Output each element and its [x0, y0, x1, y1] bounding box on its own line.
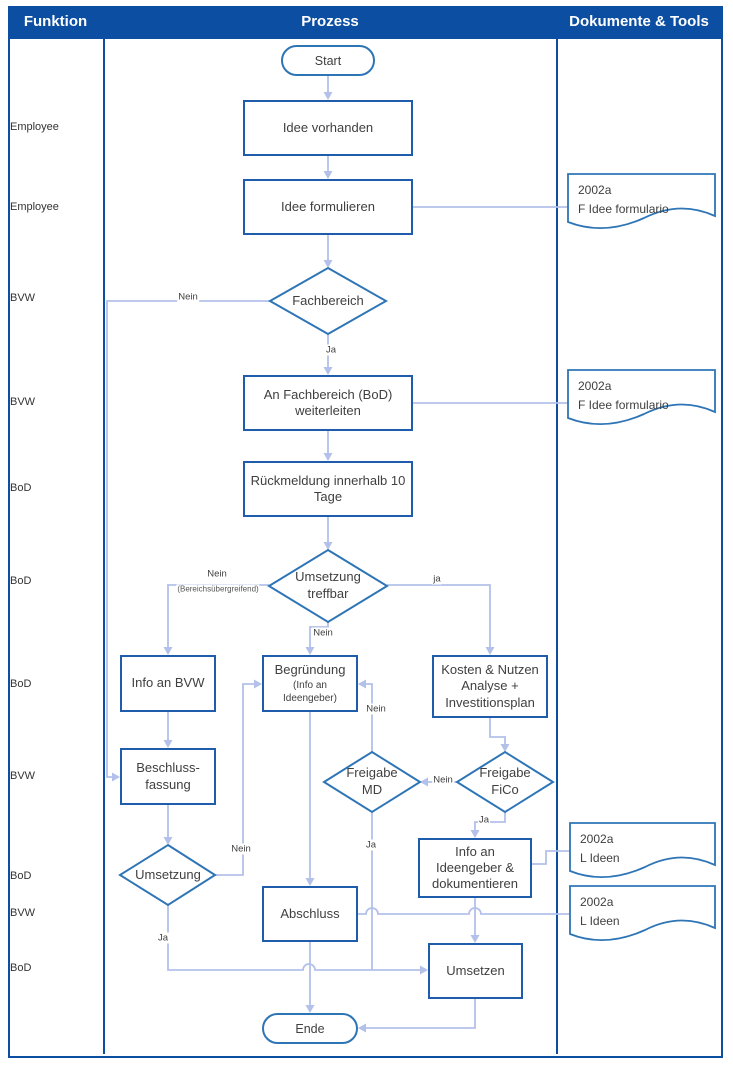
lane-label-bvw-2: BVW — [10, 396, 36, 408]
document-shape-2 — [567, 369, 716, 426]
document-4-code: 2002a — [580, 895, 614, 909]
beschlussfassung-node: Beschluss-fassung — [120, 748, 216, 805]
swimlane-header-bar — [8, 6, 723, 39]
lane-label-bvw-3: BVW — [10, 770, 36, 782]
edge-label-fico-nein: Nein — [432, 774, 454, 786]
document-1-name: F Idee formulario — [578, 201, 669, 216]
document-1-text: 2002a F Idee formulario — [578, 181, 669, 218]
freigabe-md-diamond-shape — [322, 750, 422, 814]
lane-label-bvw-4: BVW — [10, 907, 36, 919]
info-an-bvw-node: Info an BVW — [120, 655, 216, 712]
lane-header-prozess: Prozess — [301, 13, 359, 30]
document-2-name: F Idee formulario — [578, 397, 669, 412]
start-node: Start — [281, 45, 375, 76]
freigabe-fico-diamond-shape — [455, 750, 555, 814]
begruendung-title: Begründung — [274, 662, 346, 678]
document-1-code: 2002a — [578, 183, 612, 197]
rueckmeldung-node: Rückmeldung innerhalb 10 Tage — [243, 461, 413, 517]
lane-label-employee-2: Employee — [10, 201, 59, 213]
connector-lines — [106, 76, 570, 1029]
edge-label-md-ja: Ja — [364, 839, 378, 851]
edge-label-treffbar-nein-sub: (Bereichsübergreifend) — [176, 584, 260, 594]
edge-label-fico-ja: Ja — [477, 814, 491, 826]
document-4-text: 2002a L Ideen — [580, 893, 620, 930]
fachbereich-decision-label: Fachbereich — [292, 292, 364, 308]
fachbereich-diamond-shape — [267, 266, 389, 336]
edge-label-treffbar-nein: Nein — [206, 568, 228, 580]
edge-label-fachbereich-ja: Ja — [324, 344, 338, 356]
begruendung-node: Begründung (Info an Ideengeber) — [262, 655, 358, 712]
connector-arrowheads — [112, 92, 510, 1033]
umsetzen-node: Umsetzen — [428, 943, 523, 999]
document-shape-1 — [567, 173, 716, 230]
lane-divider-left — [103, 39, 105, 1054]
document-2-code: 2002a — [578, 379, 612, 393]
lane-label-bod-5: BoD — [10, 962, 32, 974]
lane-label-bvw-1: BVW — [10, 292, 36, 304]
lane-label-bod-2: BoD — [10, 575, 32, 587]
document-3-code: 2002a — [580, 832, 614, 846]
edge-label-treffbar-nein-down: Nein — [312, 627, 334, 639]
lane-label-bod-3: BoD — [10, 678, 32, 690]
document-shapes — [567, 173, 716, 942]
document-4-name: L Ideen — [580, 913, 620, 928]
abschluss-node: Abschluss — [262, 886, 358, 942]
lane-header-dokumente: Dokumente & Tools — [569, 13, 709, 30]
info-ideengeber-node: Info an Ideengeber & dokumentieren — [418, 838, 532, 898]
lane-label-bod-4: BoD — [10, 870, 32, 882]
freigabe-fico-decision-label: Freigabe FiCo — [479, 765, 531, 797]
umsetzung-decision-label: Umsetzung — [135, 866, 201, 882]
idee-vorhanden-node: Idee vorhanden — [243, 100, 413, 156]
umsetzung-treffbar-diamond-shape — [267, 548, 389, 624]
edge-label-umsetzung-ja: Ja — [156, 932, 170, 944]
ende-node: Ende — [262, 1013, 358, 1044]
an-fachbereich-node: An Fachbereich (BoD) weiterleiten — [243, 375, 413, 431]
kosten-nutzen-node: Kosten & Nutzen Analyse + Investitionspl… — [432, 655, 548, 718]
lane-label-employee-1: Employee — [10, 121, 59, 133]
document-shape-4 — [569, 885, 716, 942]
idee-formulieren-node: Idee formulieren — [243, 179, 413, 235]
document-shape-3 — [569, 822, 716, 879]
edge-label-md-nein: Nein — [365, 703, 387, 715]
document-3-text: 2002a L Ideen — [580, 830, 620, 867]
lane-header-funktion: Funktion — [23, 13, 88, 30]
edge-label-umsetzung-nein: Nein — [230, 843, 252, 855]
begruendung-subtitle: (Info an Ideengeber) — [283, 679, 337, 704]
document-2-text: 2002a F Idee formulario — [578, 377, 669, 414]
lane-divider-right — [556, 39, 558, 1054]
freigabe-md-decision-label: Freigabe MD — [346, 765, 398, 797]
lane-label-bod-1: BoD — [10, 482, 32, 494]
decision-diamonds — [118, 266, 555, 907]
document-3-name: L Ideen — [580, 850, 620, 865]
edge-label-fachbereich-nein: Nein — [177, 291, 199, 303]
umsetzung-treffbar-decision-label: Umsetzung treffbar — [295, 569, 361, 601]
umsetzung-diamond-shape — [118, 843, 217, 907]
edge-label-treffbar-ja: ja — [432, 573, 442, 585]
